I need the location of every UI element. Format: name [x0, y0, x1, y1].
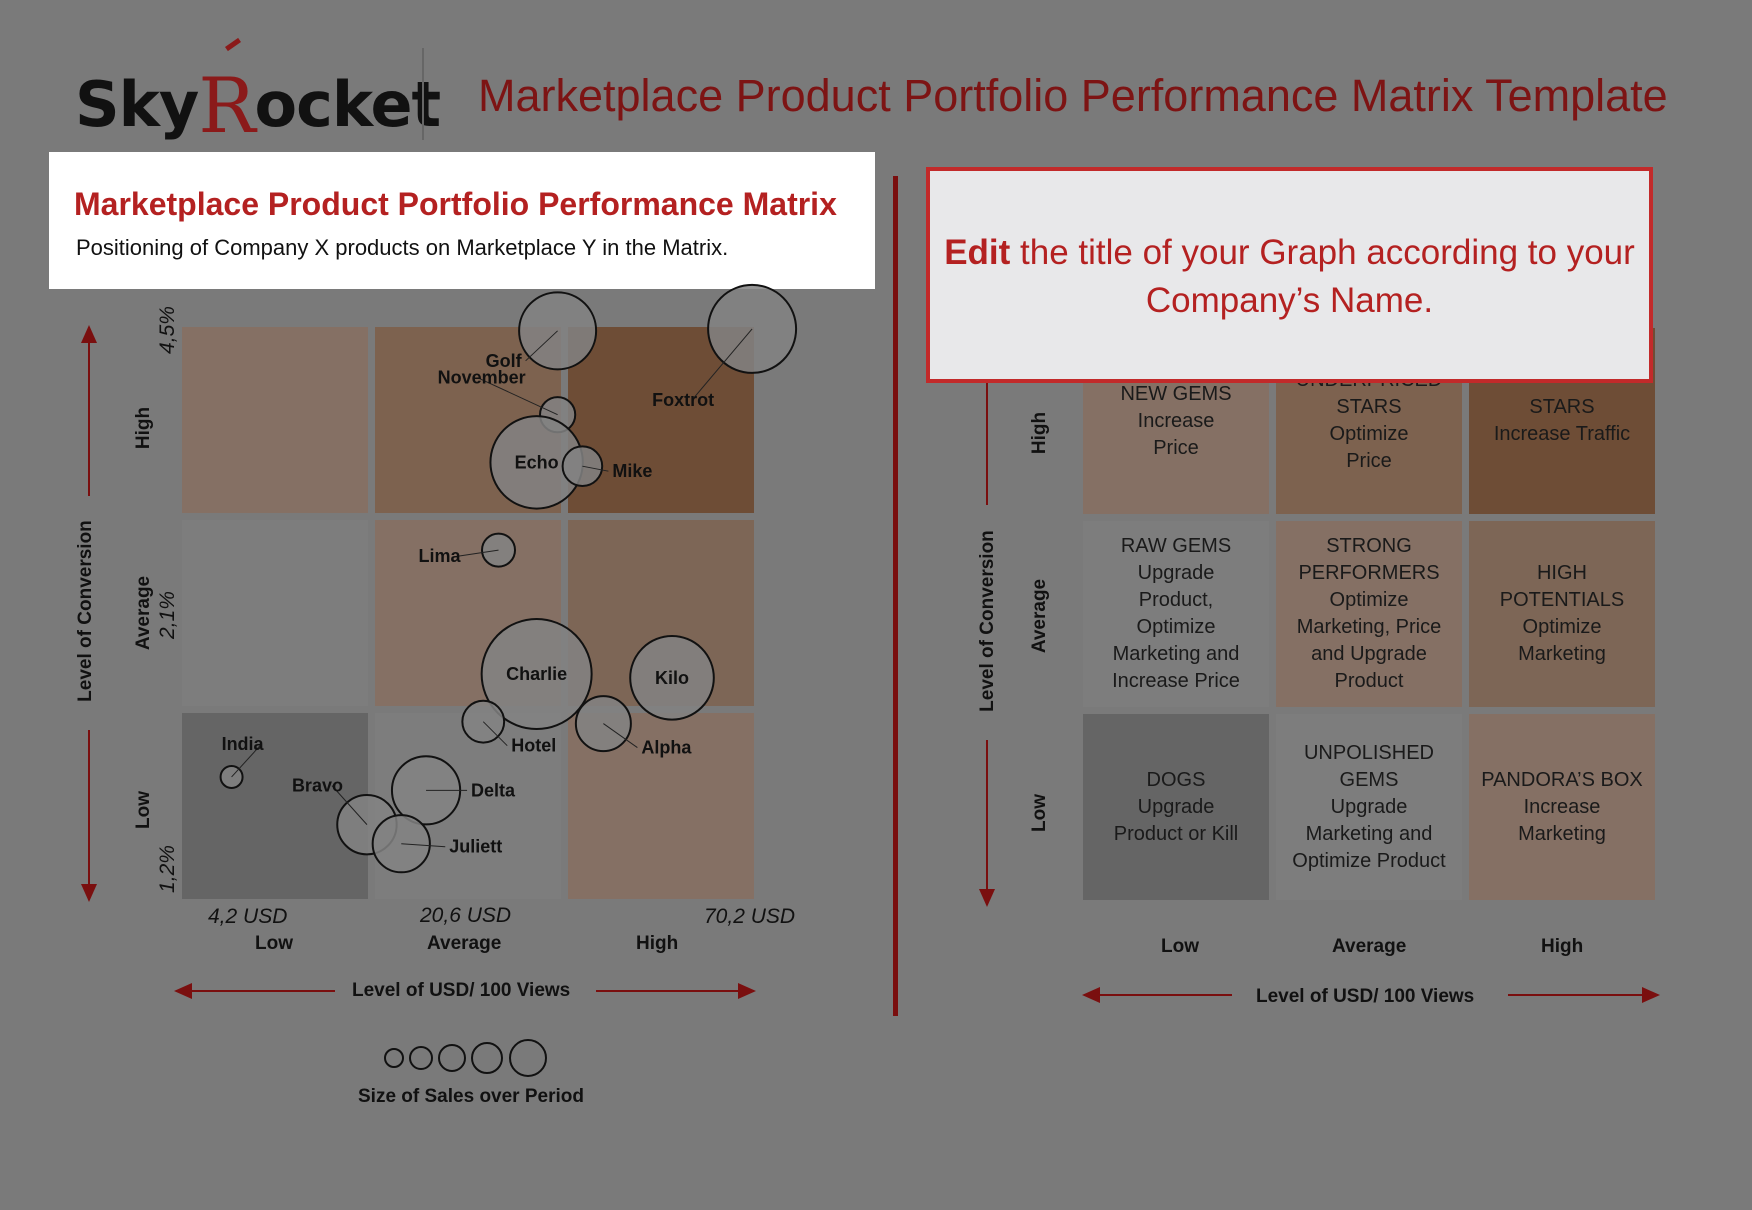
right-x-level-average: Average	[1332, 936, 1407, 957]
left-x-tick-low: 4,2 USD	[208, 905, 288, 928]
bubble-label-bravo: Bravo	[292, 776, 343, 796]
chart-title: Marketplace Product Portfolio Performanc…	[74, 186, 837, 222]
left-x-axis-label: Level of USD/ 100 Views	[352, 980, 571, 1001]
size-legend-circle-2	[409, 1046, 433, 1070]
matrix-cell	[182, 327, 368, 513]
bubble-charlie	[480, 618, 593, 731]
matrix-cell	[182, 520, 368, 706]
matrix-cell	[182, 713, 368, 899]
right-x-axis-label: Level of USD/ 100 Views	[1256, 986, 1475, 1007]
size-legend-circle-3	[438, 1044, 466, 1072]
bubble-label-kilo: Kilo	[655, 668, 689, 688]
edit-title-callout: Edit the title of your Graph according t…	[926, 167, 1653, 383]
left-x-tick-average: 20,6 USD	[420, 904, 512, 927]
callout-text: Edit the title of your Graph according t…	[930, 229, 1649, 325]
callout-bold: Edit	[944, 233, 1011, 272]
bubble-leader-line	[331, 785, 368, 825]
bubble-leader-line	[582, 465, 609, 472]
bubble-label-november: November	[438, 368, 526, 388]
right-x-level-high: High	[1541, 936, 1584, 957]
left-x-level-high: High	[636, 933, 679, 954]
bubble-leader-line	[603, 723, 638, 748]
size-legend	[384, 1039, 547, 1077]
chart-subtitle: Positioning of Company X products on Mar…	[76, 235, 729, 260]
skyrocket-logo: SkyRocket	[75, 61, 441, 150]
bubble-leader-line	[458, 549, 499, 557]
bubble-label-delta: Delta	[471, 780, 516, 800]
bubble-label-charlie: Charlie	[506, 664, 567, 684]
page-title: Marketplace Product Portfolio Performanc…	[478, 70, 1668, 121]
bubble-leader-line	[482, 721, 508, 747]
bubble-label-hotel: Hotel	[511, 736, 556, 756]
right-y-level-high: High	[1029, 411, 1050, 455]
right-x-level-low: Low	[1161, 936, 1199, 957]
bubble-leader-line	[525, 330, 558, 362]
bubble-label-india: India	[222, 734, 265, 754]
callout-rest: the title of your Graph according to you…	[1010, 233, 1635, 320]
bubble-label-mike: Mike	[612, 461, 652, 481]
right-y-level-low: Low	[1029, 794, 1050, 832]
size-legend-label: Size of Sales over Period	[358, 1086, 584, 1107]
strategy-matrix-grid: NEW GEMSIncreasePriceUNDERPRICEDSTARSOpt…	[1083, 328, 1655, 900]
bubble-label-foxtrot: Foxtrot	[652, 390, 714, 410]
left-x-level-low: Low	[255, 933, 293, 954]
left-x-tick-high: 70,2 USD	[704, 905, 796, 928]
chart-title-box: Marketplace Product Portfolio Performanc…	[49, 152, 875, 289]
header-divider	[422, 48, 424, 140]
bubble-label-lima: Lima	[419, 546, 462, 566]
bubble-label-golf: Golf	[486, 351, 523, 371]
bubble-leader-line	[231, 743, 262, 778]
bubble-leader-line	[477, 377, 558, 416]
bubble-label-echo: Echo	[515, 452, 559, 472]
bubble-label-alpha: Alpha	[641, 738, 692, 758]
panel-divider	[893, 176, 898, 1016]
right-axis-arrows	[979, 380, 1660, 1003]
bubble-leader-line	[691, 328, 753, 401]
right-y-axis-label: Level of Conversion	[977, 530, 998, 712]
size-legend-circle-1	[384, 1048, 404, 1068]
size-legend-circle-5	[509, 1039, 547, 1077]
right-y-level-average: Average	[1029, 578, 1050, 654]
bubble-label-juliett: Juliett	[449, 837, 502, 857]
left-x-level-average: Average	[427, 933, 502, 954]
bubble-leader-line	[401, 843, 446, 848]
size-legend-circle-4	[471, 1042, 503, 1074]
bubble-kilo	[629, 635, 715, 721]
